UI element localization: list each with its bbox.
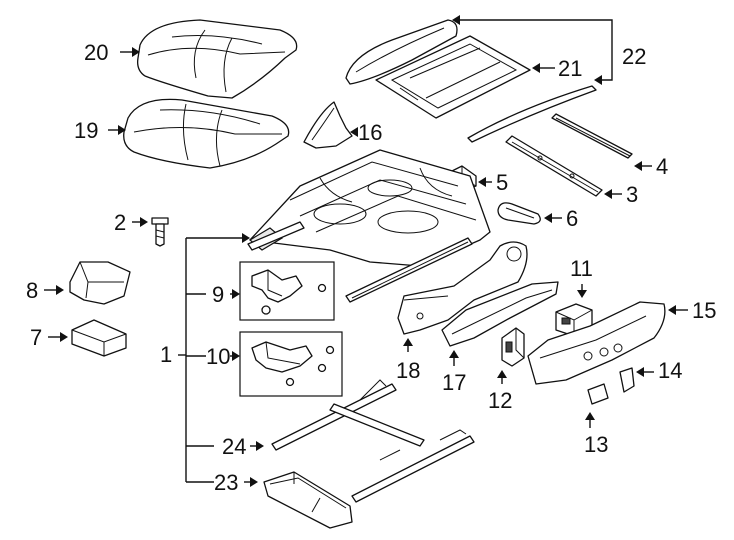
callout-1: 1 [160,233,250,483]
callout-22: 22 [452,15,646,85]
svg-text:15: 15 [692,298,716,323]
callout-6: 6 [544,206,578,231]
mounting-clip[interactable] [497,202,541,225]
svg-text:14: 14 [658,358,682,383]
callout-10: 10 [206,344,240,369]
svg-text:13: 13 [584,432,608,457]
svg-text:17: 17 [442,370,466,395]
callout-15: 15 [668,298,716,323]
svg-text:1: 1 [160,342,172,367]
svg-text:11: 11 [570,256,593,281]
bolt[interactable] [151,217,169,247]
side-bracket[interactable] [303,101,353,149]
svg-text:16: 16 [358,120,382,145]
seat-rail-lower[interactable] [505,135,603,197]
callout-19: 19 [74,118,126,143]
callout-3: 3 [604,182,638,207]
callout-14: 14 [636,358,682,383]
callout-2: 2 [114,210,148,235]
motor-kit-10[interactable] [251,341,335,387]
side-shield[interactable] [397,241,528,335]
svg-text:19: 19 [74,118,98,143]
svg-text:3: 3 [626,182,638,207]
control-module[interactable] [71,319,127,357]
motor-kit-box-2 [239,331,343,397]
svg-text:24: 24 [222,434,246,459]
svg-text:12: 12 [488,388,512,413]
callout-8: 8 [26,278,64,303]
seat-cushion-lower[interactable] [123,98,290,169]
motor-kit-9[interactable] [251,269,327,315]
svg-text:2: 2 [114,210,126,235]
seat-track-frame[interactable] [271,379,475,503]
callout-9: 9 [212,282,240,307]
mounting-bracket[interactable] [69,261,131,305]
seat-frame[interactable] [247,149,491,303]
svg-text:9: 9 [212,282,224,307]
seat-trim-panel[interactable] [345,19,458,85]
svg-text:6: 6 [566,206,578,231]
svg-text:5: 5 [496,170,508,195]
adjuster-switch[interactable] [501,327,525,367]
callout-20: 20 [84,40,140,65]
seat-rail-upper[interactable] [551,113,633,159]
callout-12: 12 [488,370,512,413]
svg-text:20: 20 [84,40,108,65]
callout-23: 23 [214,470,258,495]
callout-4: 4 [634,154,668,179]
side-trim[interactable] [441,281,559,347]
callout-17: 17 [442,350,466,395]
base-plate[interactable] [263,471,353,529]
svg-text:22: 22 [622,44,646,69]
callout-5: 5 [478,170,508,195]
callout-24: 24 [222,434,264,459]
callout-11: 11 [570,256,593,298]
callout-18: 18 [396,338,420,383]
svg-text:7: 7 [30,325,42,350]
seat-frame-pad[interactable] [375,35,531,119]
seat-cushion-upper[interactable] [137,19,298,99]
svg-text:21: 21 [558,56,582,81]
side-cover[interactable] [527,301,666,385]
svg-text:8: 8 [26,278,38,303]
switch-knob[interactable] [587,383,609,405]
svg-text:18: 18 [396,358,420,383]
motor-kit-box [239,261,335,321]
callout-7: 7 [30,325,68,350]
callout-21: 21 [532,56,582,81]
svg-text:23: 23 [214,470,238,495]
adjust-knob[interactable] [619,367,635,393]
callout-16: 16 [350,120,382,145]
svg-text:10: 10 [206,344,230,369]
svg-text:4: 4 [656,154,668,179]
trim-strip[interactable] [467,85,597,143]
callout-13: 13 [584,412,608,457]
